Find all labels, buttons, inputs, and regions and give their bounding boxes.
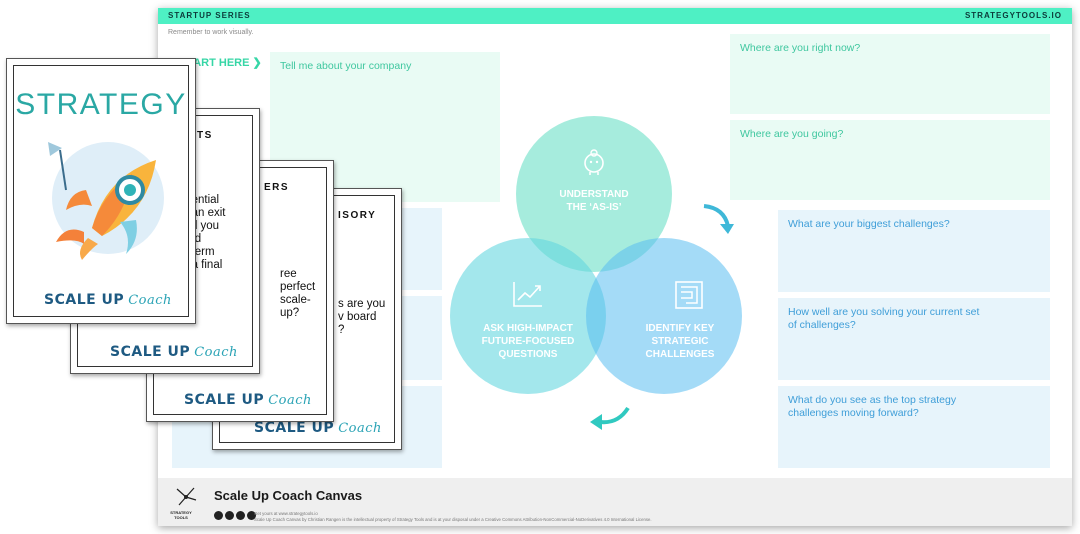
coach-text: Coach	[128, 293, 172, 308]
maze-icon	[675, 281, 703, 309]
footer-license: Scale Up Coach Canvas by Christian Range…	[254, 517, 652, 522]
scale-up-text: SCALE UP	[254, 420, 335, 436]
arrow-right-icon: ❯	[252, 57, 262, 69]
coach-text: Coach	[194, 345, 238, 360]
card-advisory-line: v board	[338, 311, 377, 323]
cc-icon	[214, 511, 223, 520]
site-label: STRATEGYTOOLS.IO	[964, 11, 1062, 20]
going-prompt: Where are you going?	[740, 128, 844, 140]
challenges-prompt: What are your biggest challenges?	[788, 218, 950, 230]
right-now-prompt: Where are you right now?	[740, 42, 861, 54]
reminder-text: Remember to work visually.	[168, 29, 254, 36]
venn-diagram: UNDERSTAND THE ‘AS-IS’ ASK HIGH-IMPACT F…	[448, 108, 768, 430]
strategy-tools-logo	[176, 487, 197, 506]
venn-ask-line1: ASK HIGH-IMPACT	[483, 323, 573, 334]
company-prompt: Tell me about your company	[280, 60, 412, 72]
solving-box[interactable]: How well are you solving your current se…	[778, 298, 1050, 380]
card-ers-line: scale-up?	[280, 294, 311, 319]
top-challenges-box[interactable]: What do you see as the top strategy chal…	[778, 386, 1050, 468]
rocket-illustration	[48, 142, 164, 260]
going-box[interactable]: Where are you going?	[730, 120, 1050, 200]
venn-identify-line2: STRATEGIC	[651, 336, 709, 347]
venn-identify-line3: CHALLENGES	[645, 349, 715, 360]
top-challenges-prompt: What do you see as the top strategy chal…	[788, 394, 957, 419]
footer-get-yours: Get yours at www.strategytools.io	[254, 511, 318, 516]
venn-label-understand: UNDERSTAND THE ‘AS-IS’	[536, 188, 652, 214]
trend-chart-icon	[513, 282, 542, 307]
coach-text: Coach	[338, 421, 382, 436]
card-advisory-line: s are you	[338, 298, 386, 310]
card-strategy-title: STRATEGY	[15, 88, 187, 121]
card-ers-heading: ERS	[264, 182, 290, 193]
card-advisory-body: s are you v board ?	[338, 298, 385, 337]
scale-up-text: SCALE UP	[184, 392, 265, 408]
curved-arrow-left-icon	[590, 406, 630, 430]
venn-identify-line1: IDENTIFY KEY	[645, 323, 715, 334]
start-here-label: START HERE❯	[180, 56, 262, 69]
card-advisory-line: ?	[338, 324, 345, 336]
venn-ask-line3: QUESTIONS	[498, 349, 558, 360]
footer-brand: STRATEGY TOOLS	[170, 510, 192, 520]
card-advisory-heading: ISORY	[338, 210, 377, 221]
card-ers-line: ree perfect	[280, 268, 316, 293]
venn-ask-line2: FUTURE-FOCUSED	[481, 336, 575, 347]
footer: STRATEGY TOOLS Scale Up Coach Canvas Get…	[158, 478, 1072, 526]
nd-icon	[247, 511, 256, 520]
venn-understand-line1: UNDERSTAND	[559, 189, 629, 200]
top-bar: STARTUP SERIES STRATEGYTOOLS.IO	[158, 8, 1072, 24]
curved-arrow-down-icon	[703, 204, 734, 234]
card-ers-body: ree perfect scale-up?	[280, 268, 326, 320]
solving-prompt: How well are you solving your current se…	[788, 306, 980, 331]
scale-up-text: SCALE UP	[44, 292, 125, 308]
venn-understand-line2: THE ‘AS-IS’	[566, 202, 622, 213]
venn-circle-identify	[586, 238, 742, 394]
series-label: STARTUP SERIES	[168, 11, 251, 20]
coach-text: Coach	[268, 393, 312, 408]
venn-label-ask: ASK HIGH-IMPACT FUTURE-FOCUSED QUESTIONS	[464, 322, 592, 361]
start-here-text: START HERE	[180, 57, 250, 69]
venn-circle-ask	[450, 238, 606, 394]
by-icon	[236, 511, 245, 520]
nc-icon	[225, 511, 234, 520]
piggy-bank-icon	[584, 149, 604, 175]
scale-up-text: SCALE UP	[110, 344, 191, 360]
challenges-box[interactable]: What are your biggest challenges?	[778, 210, 1050, 292]
right-now-box[interactable]: Where are you right now?	[730, 34, 1050, 114]
card-exits-heading: KITS	[184, 130, 213, 141]
venn-label-identify: IDENTIFY KEY STRATEGIC CHALLENGES	[620, 322, 740, 361]
cc-license-icons	[214, 511, 256, 520]
footer-title: Scale Up Coach Canvas	[214, 488, 363, 503]
